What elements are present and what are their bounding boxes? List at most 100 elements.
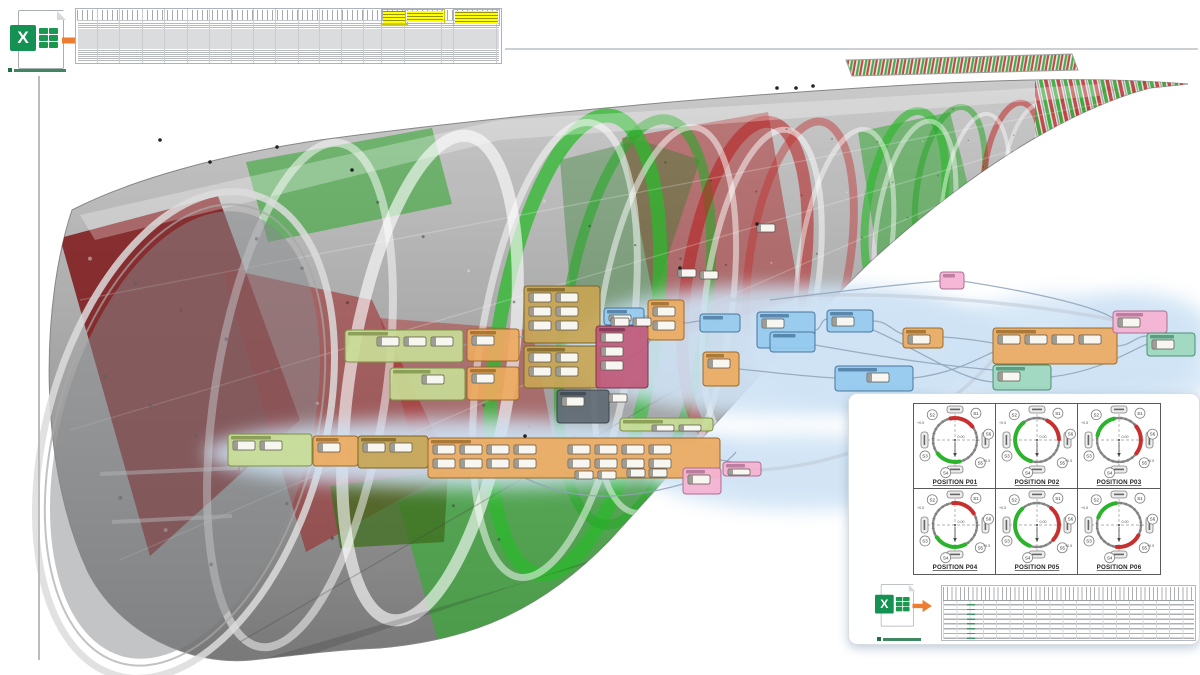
- segment-arc: [1013, 506, 1032, 548]
- gh-node-cap: [1079, 335, 1084, 344]
- gh-node-cap: [556, 307, 561, 316]
- gh-node-cap: [678, 269, 682, 277]
- segment-marker-circle: [1065, 513, 1076, 525]
- gh-node-cap: [363, 443, 368, 452]
- segment-marker-label: S4: [943, 470, 949, 475]
- gh-group-label: [393, 370, 431, 374]
- gh-node-cap: [908, 335, 913, 344]
- gh-group-label: [599, 328, 625, 332]
- gh-node-cap: [568, 459, 573, 468]
- segment-marker-label: S1: [1055, 411, 1061, 416]
- gh-wire[interactable]: [683, 320, 701, 324]
- segment-marker-label: S6: [1150, 432, 1156, 437]
- segment-marker-circle: [1001, 450, 1013, 462]
- segment-marker-circle: [1147, 513, 1158, 525]
- gh-group-label: [560, 392, 586, 396]
- bolt-dot: [755, 190, 758, 193]
- segment-marker-circle: [940, 552, 952, 564]
- gh-wire[interactable]: [942, 336, 994, 344]
- tag-text-bar: [923, 435, 926, 445]
- gh-group-label: [706, 354, 724, 358]
- segment-marker-circle: [1022, 552, 1034, 564]
- segment-marker-label: S4: [1025, 555, 1031, 560]
- center-dot: [954, 439, 956, 441]
- tag-text-bar: [1114, 408, 1124, 411]
- gh-group[interactable]: [647, 299, 685, 341]
- gh-wire[interactable]: [725, 451, 737, 463]
- gh-node-cap: [318, 443, 323, 452]
- table-column-divider: [97, 9, 98, 63]
- gh-node-cap: [1118, 318, 1123, 327]
- canvas-dot: [775, 86, 779, 90]
- gh-group-label: [527, 348, 565, 352]
- center-dot: [1118, 439, 1120, 441]
- bolt-dot: [997, 110, 1000, 113]
- bolt-dot: [770, 261, 773, 264]
- segment-marker-circle: [983, 513, 994, 525]
- center-value-label: 0.00: [1122, 520, 1129, 524]
- segment-arc: [951, 501, 976, 516]
- gh-group-label: [651, 302, 669, 306]
- gh-wire[interactable]: [872, 329, 994, 383]
- segment-marker-label: S2: [930, 497, 936, 502]
- center-arrowhead: [1117, 453, 1121, 457]
- gh-wire-bundle: [729, 293, 1116, 322]
- segment-arc: [1045, 418, 1061, 442]
- gh-node-cap: [529, 321, 534, 330]
- segment-marker-circle: [1138, 457, 1150, 469]
- gh-wire[interactable]: [961, 280, 1114, 319]
- segment-marker-label: S4: [1107, 555, 1113, 560]
- bolt-dot: [497, 538, 501, 541]
- gh-wire[interactable]: [814, 318, 828, 331]
- table-column-divider: [341, 9, 342, 63]
- gh-node-cap: [260, 441, 265, 450]
- gh-node-cap: [998, 335, 1003, 344]
- gh-node-cap: [556, 353, 561, 362]
- segment-marker-circle: [1090, 494, 1102, 506]
- side-label: +0.5: [1065, 459, 1072, 463]
- segment-arc: [1013, 420, 1033, 464]
- excel-source-icon: X: [10, 10, 89, 72]
- gh-group-label: [1150, 335, 1174, 339]
- segment-arc: [1095, 416, 1116, 438]
- gh-node-cap: [653, 321, 658, 330]
- segment-marker-circle: [1138, 542, 1150, 554]
- gh-node-cap: [472, 374, 477, 383]
- segment-arc: [935, 451, 962, 464]
- gh-node-cap: [649, 459, 654, 468]
- gh-wire[interactable]: [872, 320, 904, 335]
- segment-marker-circle: [974, 542, 986, 554]
- segment-marker-circle: [1001, 535, 1013, 547]
- gh-node-cap: [233, 441, 238, 450]
- gh-node-cap: [556, 367, 561, 376]
- cone-color-patch: [246, 128, 452, 242]
- document-fold: [908, 584, 916, 592]
- gh-group[interactable]: [992, 364, 1052, 391]
- gh-group[interactable]: [427, 437, 721, 479]
- gh-wire[interactable]: [737, 368, 836, 379]
- center-value-label: 0.00: [958, 520, 965, 524]
- highlighted-header-cell: [405, 9, 445, 24]
- segment-marker-label: S4: [1025, 470, 1031, 475]
- gh-node-cap: [622, 445, 627, 454]
- segment-marker-label: S3: [1086, 454, 1092, 459]
- gh-wire[interactable]: [524, 477, 684, 497]
- bolt-dot: [88, 256, 92, 261]
- segment-marker-label: S3: [1004, 454, 1010, 459]
- document-fold: [57, 11, 66, 20]
- segment-marker-circle: [1104, 467, 1116, 479]
- gh-wire[interactable]: [769, 280, 941, 301]
- gh-node-cap: [609, 394, 613, 402]
- gh-wire[interactable]: [814, 344, 994, 371]
- gh-node-cap: [556, 321, 561, 330]
- spreadsheet-table-top: [75, 8, 502, 64]
- bolt-dot: [906, 216, 909, 219]
- tag-text-bar: [1148, 435, 1151, 445]
- gh-node-cap: [390, 443, 395, 452]
- gh-wire[interactable]: [1116, 335, 1148, 347]
- canvas-dot: [158, 138, 162, 142]
- center-arrowhead: [953, 453, 957, 457]
